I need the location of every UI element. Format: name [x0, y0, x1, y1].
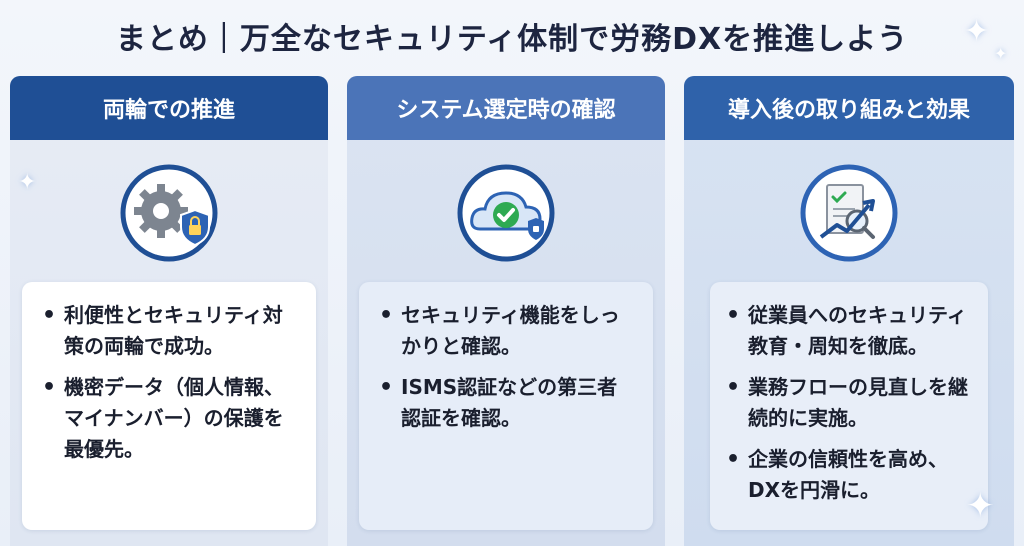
bullet-card: 従業員へのセキュリティ教育・周知を徹底。 業務フローの見直しを継続的に実施。 企…: [710, 282, 988, 530]
bullet-card: セキュリティ機能をしっかりと確認。 ISMS認証などの第三者認証を確認。: [359, 282, 653, 530]
list-item: セキュリティ機能をしっかりと確認。: [377, 300, 637, 362]
column-heading: 両輪での推進: [10, 76, 328, 140]
list-item: 従業員へのセキュリティ教育・周知を徹底。: [724, 300, 972, 362]
sparkle-icon: ✦: [964, 14, 990, 49]
gear-with-shield-lock-icon: [119, 163, 219, 263]
column-after-introduction: 導入後の取り組みと効果 従業員へのセキュリティ教育・周知を徹底。 業務フローの見…: [684, 76, 1014, 546]
sparkle-icon: ✦: [994, 44, 1008, 63]
report-magnifier-growth-icon: [799, 163, 899, 263]
list-item: 企業の信頼性を高め、DXを円滑に。: [724, 444, 972, 506]
column-heading: 導入後の取り組みと効果: [684, 76, 1014, 140]
sparkle-icon: ✦: [966, 486, 995, 526]
cloud-check-shield-icon: [456, 163, 556, 263]
list-item: 機密データ（個人情報、マイナンバー）の保護を最優先。: [40, 372, 300, 465]
bullet-card: 利便性とセキュリティ対策の両輪で成功。 機密データ（個人情報、マイナンバー）の保…: [22, 282, 316, 530]
column-dual-promotion: 両輪での推進: [10, 76, 328, 546]
column-heading: システム選定時の確認: [347, 76, 665, 140]
list-item: 業務フローの見直しを継続的に実施。: [724, 372, 972, 434]
column-system-selection: システム選定時の確認 セキュリティ機能をしっかりと確認。 ISMS認証などの第三…: [347, 76, 665, 546]
list-item: ISMS認証などの第三者認証を確認。: [377, 372, 637, 434]
sparkle-icon: ✦: [18, 170, 37, 195]
list-item: 利便性とセキュリティ対策の両輪で成功。: [40, 300, 300, 362]
page-title: まとめ｜万全なセキュリティ体制で労務DXを推進しよう: [115, 22, 909, 57]
